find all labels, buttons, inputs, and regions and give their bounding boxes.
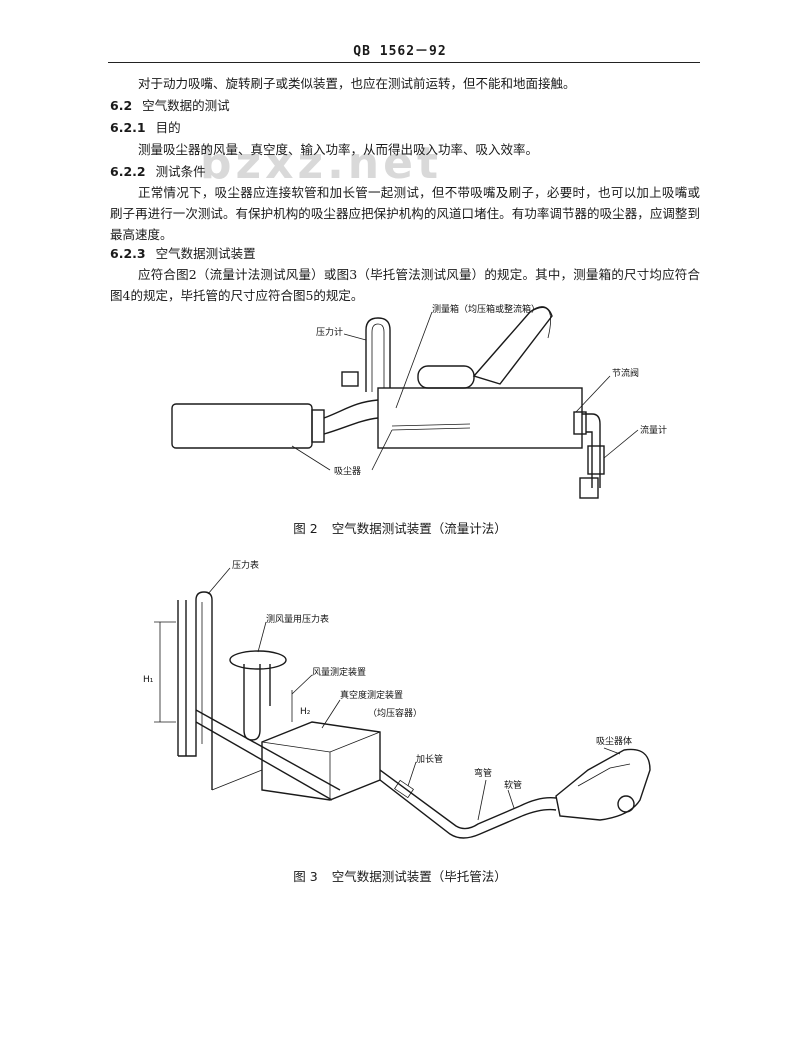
fig3-label-flow-device: 风量测定装置 [312, 666, 366, 678]
fig3-label-extension: 加长管 [416, 753, 443, 765]
fig3-label-h1: H₁ [143, 675, 154, 685]
figure-3-caption: 图 3 空气数据测试装置（毕托管法） [0, 866, 800, 885]
fig3-label-pressure-gauge: 压力表 [232, 559, 259, 571]
section-6-2: 6.2 空气数据的测试 [110, 98, 230, 114]
fig3-label-vacuum-sub: （均压容器） [368, 707, 422, 719]
fig2-label-pressure-gauge: 压力计 [316, 326, 343, 338]
section-6-2-2-body: 正常情况下，吸尘器应连接软管和加长管一起测试，但不带吸嘴及刷子，必要时，也可以加… [110, 185, 700, 242]
figure-number: 图 3 [293, 869, 318, 884]
header-rule [108, 62, 700, 63]
intro-line: 对于动力吸嘴、旋转刷子或类似装置，也应在测试前运转，但不能和地面接触。 [138, 76, 576, 91]
figure-title: 空气数据测试装置（流量计法） [331, 521, 507, 536]
figure-title: 空气数据测试装置（毕托管法） [331, 869, 507, 884]
section-number: 6.2.3 [110, 246, 146, 261]
fig3-label-flow-gauge: 测风量用压力表 [266, 613, 329, 625]
fig2-label-throttle: 节流阀 [612, 367, 639, 379]
fig2-label-cleaner: 吸尘器 [334, 466, 361, 477]
figure-number: 图 2 [293, 521, 318, 536]
section-6-2-3: 6.2.3 空气数据测试装置 [110, 246, 256, 262]
section-title: 测试条件 [155, 164, 206, 179]
fig2-label-flowmeter: 流量计 [640, 424, 667, 436]
fig2-label-box: 测量箱（均压箱或整流箱） [432, 303, 540, 315]
section-title: 目的 [155, 120, 181, 135]
section-6-2-3-body: 应符合图2（流量计法测试风量）或图3（毕托管法测试风量）的规定。其中，测量箱的尺… [110, 267, 700, 303]
figure-3-diagram: H₁ H₂ 压力表 测风量用压力表 风量测定装置 真空度测定装置 （均压容器） … [143, 559, 651, 839]
document-header: QB 1562－92 [353, 44, 447, 59]
section-6-2-1-body: 测量吸尘器的风量、真空度、输入功率，从而得出吸入功率、吸入效率。 [138, 142, 539, 157]
section-number: 6.2 [110, 98, 133, 113]
fig3-label-elbow: 弯管 [474, 767, 492, 779]
section-6-2-2: 6.2.2 测试条件 [110, 164, 206, 180]
watermark: bzxz.net [200, 138, 443, 189]
section-title: 空气数据测试装置 [155, 246, 256, 261]
figure-2-diagram: 压力计 测量箱（均压箱或整流箱） 节流阀 流量计 吸尘器 [171, 303, 667, 499]
figure-2-caption: 图 2 空气数据测试装置（流量计法） [0, 518, 800, 537]
fig3-label-body: 吸尘器体 [596, 735, 632, 747]
fig3-label-h2: H₂ [300, 707, 311, 717]
section-6-2-1: 6.2.1 目的 [110, 120, 181, 136]
section-number: 6.2.1 [110, 120, 146, 135]
section-number: 6.2.2 [110, 164, 146, 179]
fig3-label-vacuum-device: 真空度测定装置 [340, 689, 403, 701]
fig3-label-hose: 软管 [504, 779, 522, 791]
section-title: 空气数据的测试 [142, 98, 230, 113]
